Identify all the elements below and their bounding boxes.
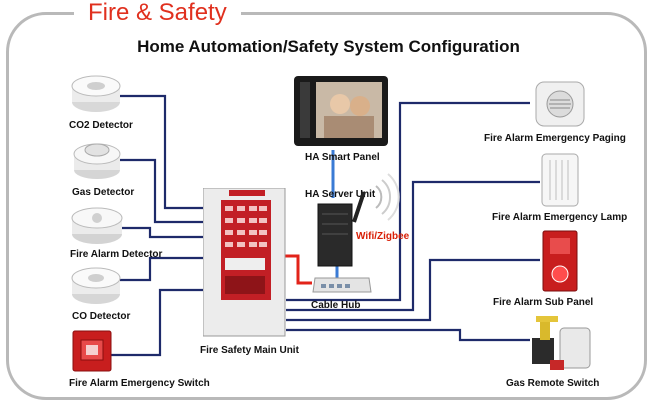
wire-gas <box>120 158 203 224</box>
co-detector-icon <box>71 267 121 304</box>
main-unit-icon <box>203 188 286 337</box>
co-detector-label: CO Detector <box>72 311 131 322</box>
emergency-switch-label: Fire Alarm Emergency Switch <box>69 378 210 389</box>
gas-detector-label: Gas Detector <box>72 187 135 198</box>
brand-title: Fire & Safety <box>74 0 241 26</box>
cable-hub-label: Cable Hub <box>311 300 361 311</box>
sub-panel-label: Fire Alarm Sub Panel <box>493 297 594 308</box>
emergency-lamp-label: Fire Alarm Emergency Lamp <box>492 212 628 223</box>
wire-lamp <box>286 180 540 312</box>
fire-alarm-detector-icon <box>71 207 123 244</box>
emergency-paging-icon <box>535 81 585 127</box>
gas-remote-switch-label: Gas Remote Switch <box>506 378 600 389</box>
wire-co <box>120 256 203 282</box>
server-unit-label: HA Server Unit <box>305 189 376 200</box>
sub-panel-icon <box>542 230 578 292</box>
cable-hub-icon <box>312 277 372 293</box>
emergency-switch-icon <box>72 330 112 372</box>
emergency-lamp-icon <box>541 153 579 207</box>
co2-detector-label: CO2 Detector <box>69 120 133 131</box>
emergency-paging-label: Fire Alarm Emergency Paging <box>484 133 626 144</box>
gas-remote-switch-icon <box>532 316 591 370</box>
gas-detector-icon <box>73 143 121 179</box>
co2-detector-icon <box>71 75 121 112</box>
wire-co2 <box>120 94 203 210</box>
smart-panel-label: HA Smart Panel <box>305 152 380 163</box>
wire-emergency-switch <box>110 288 203 357</box>
diagram-title: Home Automation/Safety System Configurat… <box>137 37 520 56</box>
server-unit-icon <box>317 173 400 267</box>
smart-panel-icon <box>294 76 388 146</box>
wire-fire-detector <box>120 226 203 239</box>
main-unit-label: Fire Safety Main Unit <box>200 345 299 356</box>
wire-gas-switch <box>286 328 530 342</box>
fire-alarm-detector-label: Fire Alarm Detector <box>70 249 163 260</box>
rounded-frame <box>6 12 647 400</box>
wireless-label: Wifi/Zigbee <box>356 231 410 242</box>
wire-sub-panel <box>286 258 540 322</box>
wire-paging <box>286 101 530 302</box>
